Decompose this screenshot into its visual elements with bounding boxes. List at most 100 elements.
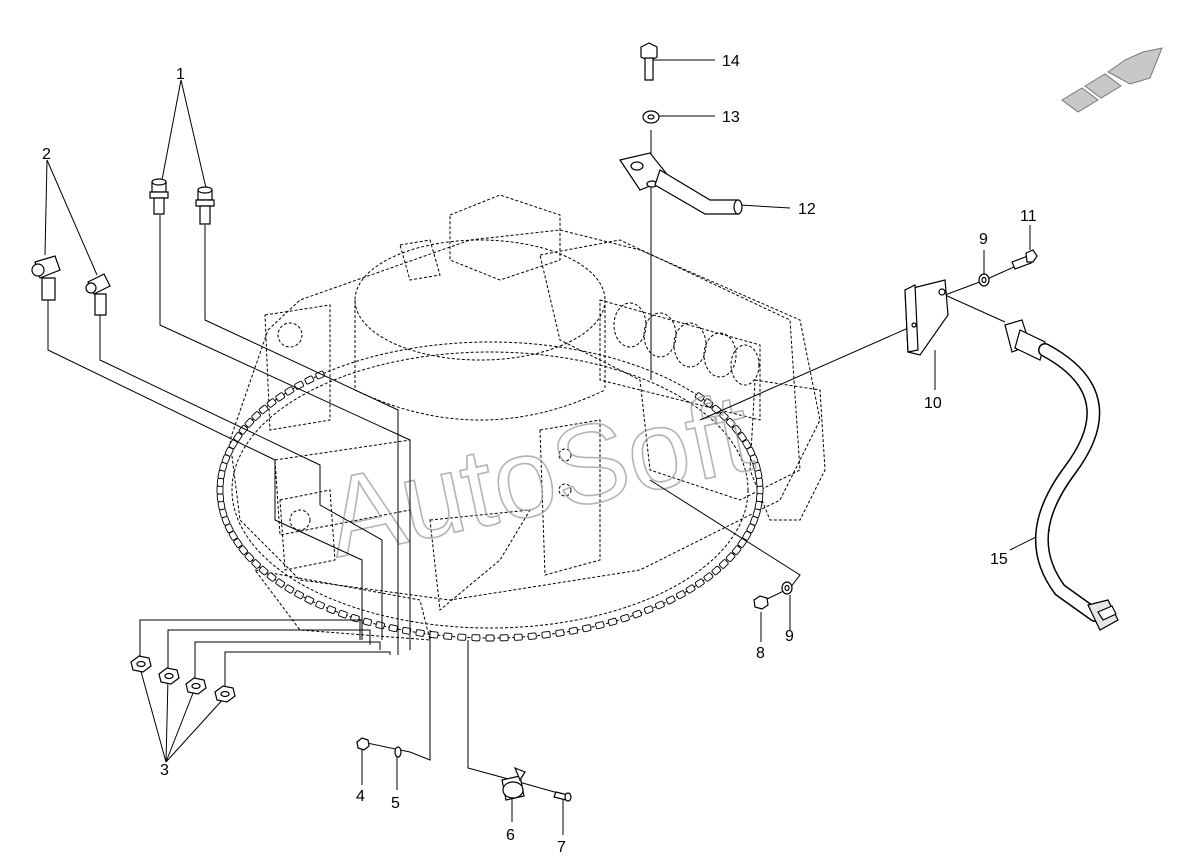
gear-tooth [284, 584, 295, 594]
gear-tooth [732, 424, 742, 435]
callout-9-lower: 9 [785, 628, 794, 645]
gear-tooth [238, 545, 248, 556]
gear-tooth [711, 565, 722, 576]
gear-tooth [725, 552, 736, 563]
callout-2: 2 [42, 146, 51, 163]
gear-tooth [737, 432, 747, 442]
gear-tooth [216, 477, 225, 487]
gear-tooth [258, 404, 269, 415]
nipple-fitting-part-1b [195, 186, 215, 225]
gear-tooth [294, 590, 304, 600]
callout-4: 4 [356, 788, 365, 805]
callout-13: 13 [722, 109, 740, 126]
gear-tooth [415, 629, 425, 637]
gear-tooth [388, 624, 398, 633]
bolt-part-11 [1011, 249, 1038, 270]
callout-14: 14 [722, 53, 740, 70]
gear-tooth [725, 417, 736, 428]
gear-tooth [643, 605, 654, 614]
gear-tooth [703, 398, 714, 408]
gear-tooth [375, 621, 385, 630]
callout-11: 11 [1020, 208, 1037, 225]
gear-tooth [216, 493, 225, 503]
callout-8: 8 [756, 645, 765, 662]
callout-3: 3 [160, 762, 169, 779]
gear-tooth [719, 411, 729, 421]
gear-tooth [326, 605, 337, 614]
gear-tooth [694, 392, 705, 402]
gear-tooth [217, 500, 226, 511]
callout-9-upper: 9 [979, 231, 988, 248]
gear-tooth [732, 545, 742, 556]
elbow-fitting-part-2b [85, 273, 111, 316]
gear-tooth [443, 632, 453, 640]
washer-part-9-lower [781, 581, 793, 595]
gear-tooth [632, 609, 642, 619]
washer-part-13 [642, 110, 660, 124]
sensor-cable-part-15 [1004, 319, 1119, 631]
gear-tooth [655, 600, 665, 610]
gear-tooth [304, 375, 315, 385]
clip-part-6 [501, 766, 526, 801]
callout-7: 7 [557, 839, 566, 856]
pipe-clamp-part-12 [619, 152, 743, 215]
gear-tooth [258, 565, 269, 576]
gear-tooth [499, 634, 509, 642]
gear-tooth [429, 631, 439, 639]
gear-tooth [676, 590, 686, 600]
gear-tooth [251, 411, 261, 421]
callout-6: 6 [506, 827, 515, 844]
gear-tooth [541, 631, 551, 639]
direction-arrow-icon [1061, 47, 1163, 113]
watermark-text: AutoSoft [316, 369, 762, 581]
gear-tooth [266, 398, 277, 408]
gear-tooth [582, 624, 592, 633]
hex-nut-part-3 [130, 655, 236, 703]
gear-tooth [275, 392, 286, 402]
gear-tooth [362, 617, 373, 626]
gear-tooth [755, 477, 764, 487]
gear-tooth [513, 633, 523, 641]
gear-tooth [742, 530, 752, 541]
bolt-part-8 [753, 595, 769, 610]
callout-10: 10 [924, 395, 942, 412]
nipple-fitting-part-1a [149, 178, 169, 215]
gear-tooth [284, 386, 295, 396]
callout-1: 1 [176, 66, 185, 83]
gear-tooth [485, 634, 495, 642]
gear-tooth [244, 417, 255, 428]
gear-tooth [457, 633, 467, 641]
gear-tooth [251, 559, 261, 569]
gear-tooth [607, 617, 618, 626]
gear-tooth [620, 614, 630, 623]
gear-tooth [304, 595, 315, 605]
bolt-part-14 [640, 42, 658, 81]
gear-tooth [401, 626, 412, 635]
gear-tooth [555, 629, 565, 637]
screw-part-7 [553, 791, 572, 802]
callout-5: 5 [391, 795, 400, 812]
gear-tooth [527, 632, 537, 640]
gear-tooth [275, 578, 286, 588]
elbow-fitting-part-2a [31, 255, 61, 301]
callout-labels: 1 2 3 4 5 6 7 8 9 9 10 11 12 13 14 15 [42, 53, 1037, 856]
gear-tooth [216, 485, 224, 495]
gear-tooth [568, 626, 579, 635]
gear-tooth [266, 572, 277, 582]
gear-tooth [338, 609, 348, 619]
gear-tooth [315, 600, 325, 610]
gear-tooth [755, 493, 764, 503]
bracket-part-10 [904, 279, 949, 356]
gear-tooth [703, 572, 714, 582]
gear-tooth [233, 538, 243, 548]
gear-tooth [244, 552, 255, 563]
nut-part-4 [356, 737, 370, 751]
callout-12: 12 [798, 201, 816, 218]
gear-tooth [238, 424, 248, 435]
washer-part-5 [394, 746, 402, 758]
gear-tooth [471, 634, 481, 642]
gear-tooth [685, 584, 696, 594]
washer-part-9-upper [978, 273, 990, 287]
gear-tooth [665, 595, 676, 605]
